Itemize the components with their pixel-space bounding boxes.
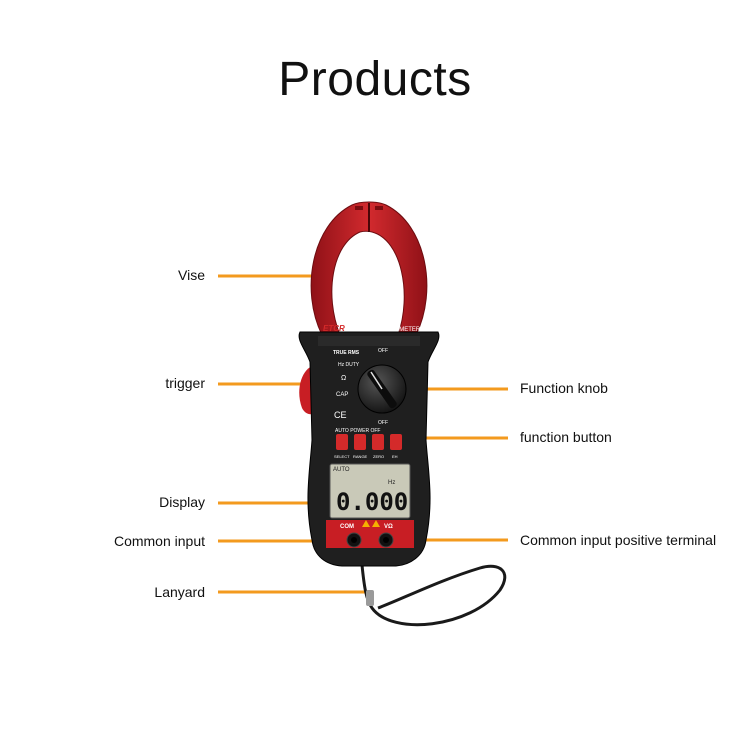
lcd-display: AUTO Hz 0.000 (329, 463, 411, 519)
label-common-input: Common input (113, 533, 205, 549)
ce-mark: CE (334, 410, 347, 420)
label-lanyard: Lanyard (154, 584, 205, 600)
meter-type-label: CLAMP METER (377, 327, 421, 333)
function-buttons: SELECT RANGE ZERO EH (334, 434, 402, 459)
off-top-label: OFF (378, 348, 388, 354)
lanyard-cord (360, 564, 507, 627)
eh-button-label: EH (392, 454, 398, 459)
lcd-reading: 0.000 (336, 488, 408, 516)
brand-label: ETCR (323, 324, 345, 333)
page-title: Products (278, 53, 472, 106)
range-button-label: RANGE (353, 454, 368, 459)
label-display: Display (159, 494, 205, 510)
label-function-knob: Function knob (520, 380, 608, 396)
cap-label: CAP (336, 392, 348, 398)
lcd-auto: AUTO (333, 467, 350, 473)
zero-button-label: ZERO (373, 454, 384, 459)
select-button[interactable] (336, 434, 348, 450)
lanyard-clip (366, 590, 374, 606)
ohm-label: Ω (341, 375, 346, 382)
label-vise: Vise (178, 267, 205, 283)
lcd-hz: Hz (388, 480, 395, 486)
label-trigger: trigger (165, 375, 205, 391)
vohm-label: VΩ (384, 524, 393, 530)
off-bottom-label: OFF (378, 420, 388, 426)
hz-duty-label: Hz DUTY (338, 362, 360, 368)
select-button-label: SELECT (334, 454, 350, 459)
zero-button[interactable] (372, 434, 384, 450)
label-function-button: function button (520, 429, 612, 445)
com-label: COM (340, 524, 354, 530)
clamp-jaws (310, 201, 428, 336)
terminal-panel: COM VΩ (326, 520, 414, 548)
true-rms-label: TRUE RMS (333, 350, 360, 356)
label-positive-terminal: Common input positive terminal (520, 532, 717, 548)
auto-power-off-label: AUTO POWER OFF (335, 428, 380, 434)
function-knob[interactable] (357, 364, 407, 414)
eh-button[interactable] (390, 434, 402, 450)
model-label: 6450 (347, 324, 365, 333)
range-button[interactable] (354, 434, 366, 450)
